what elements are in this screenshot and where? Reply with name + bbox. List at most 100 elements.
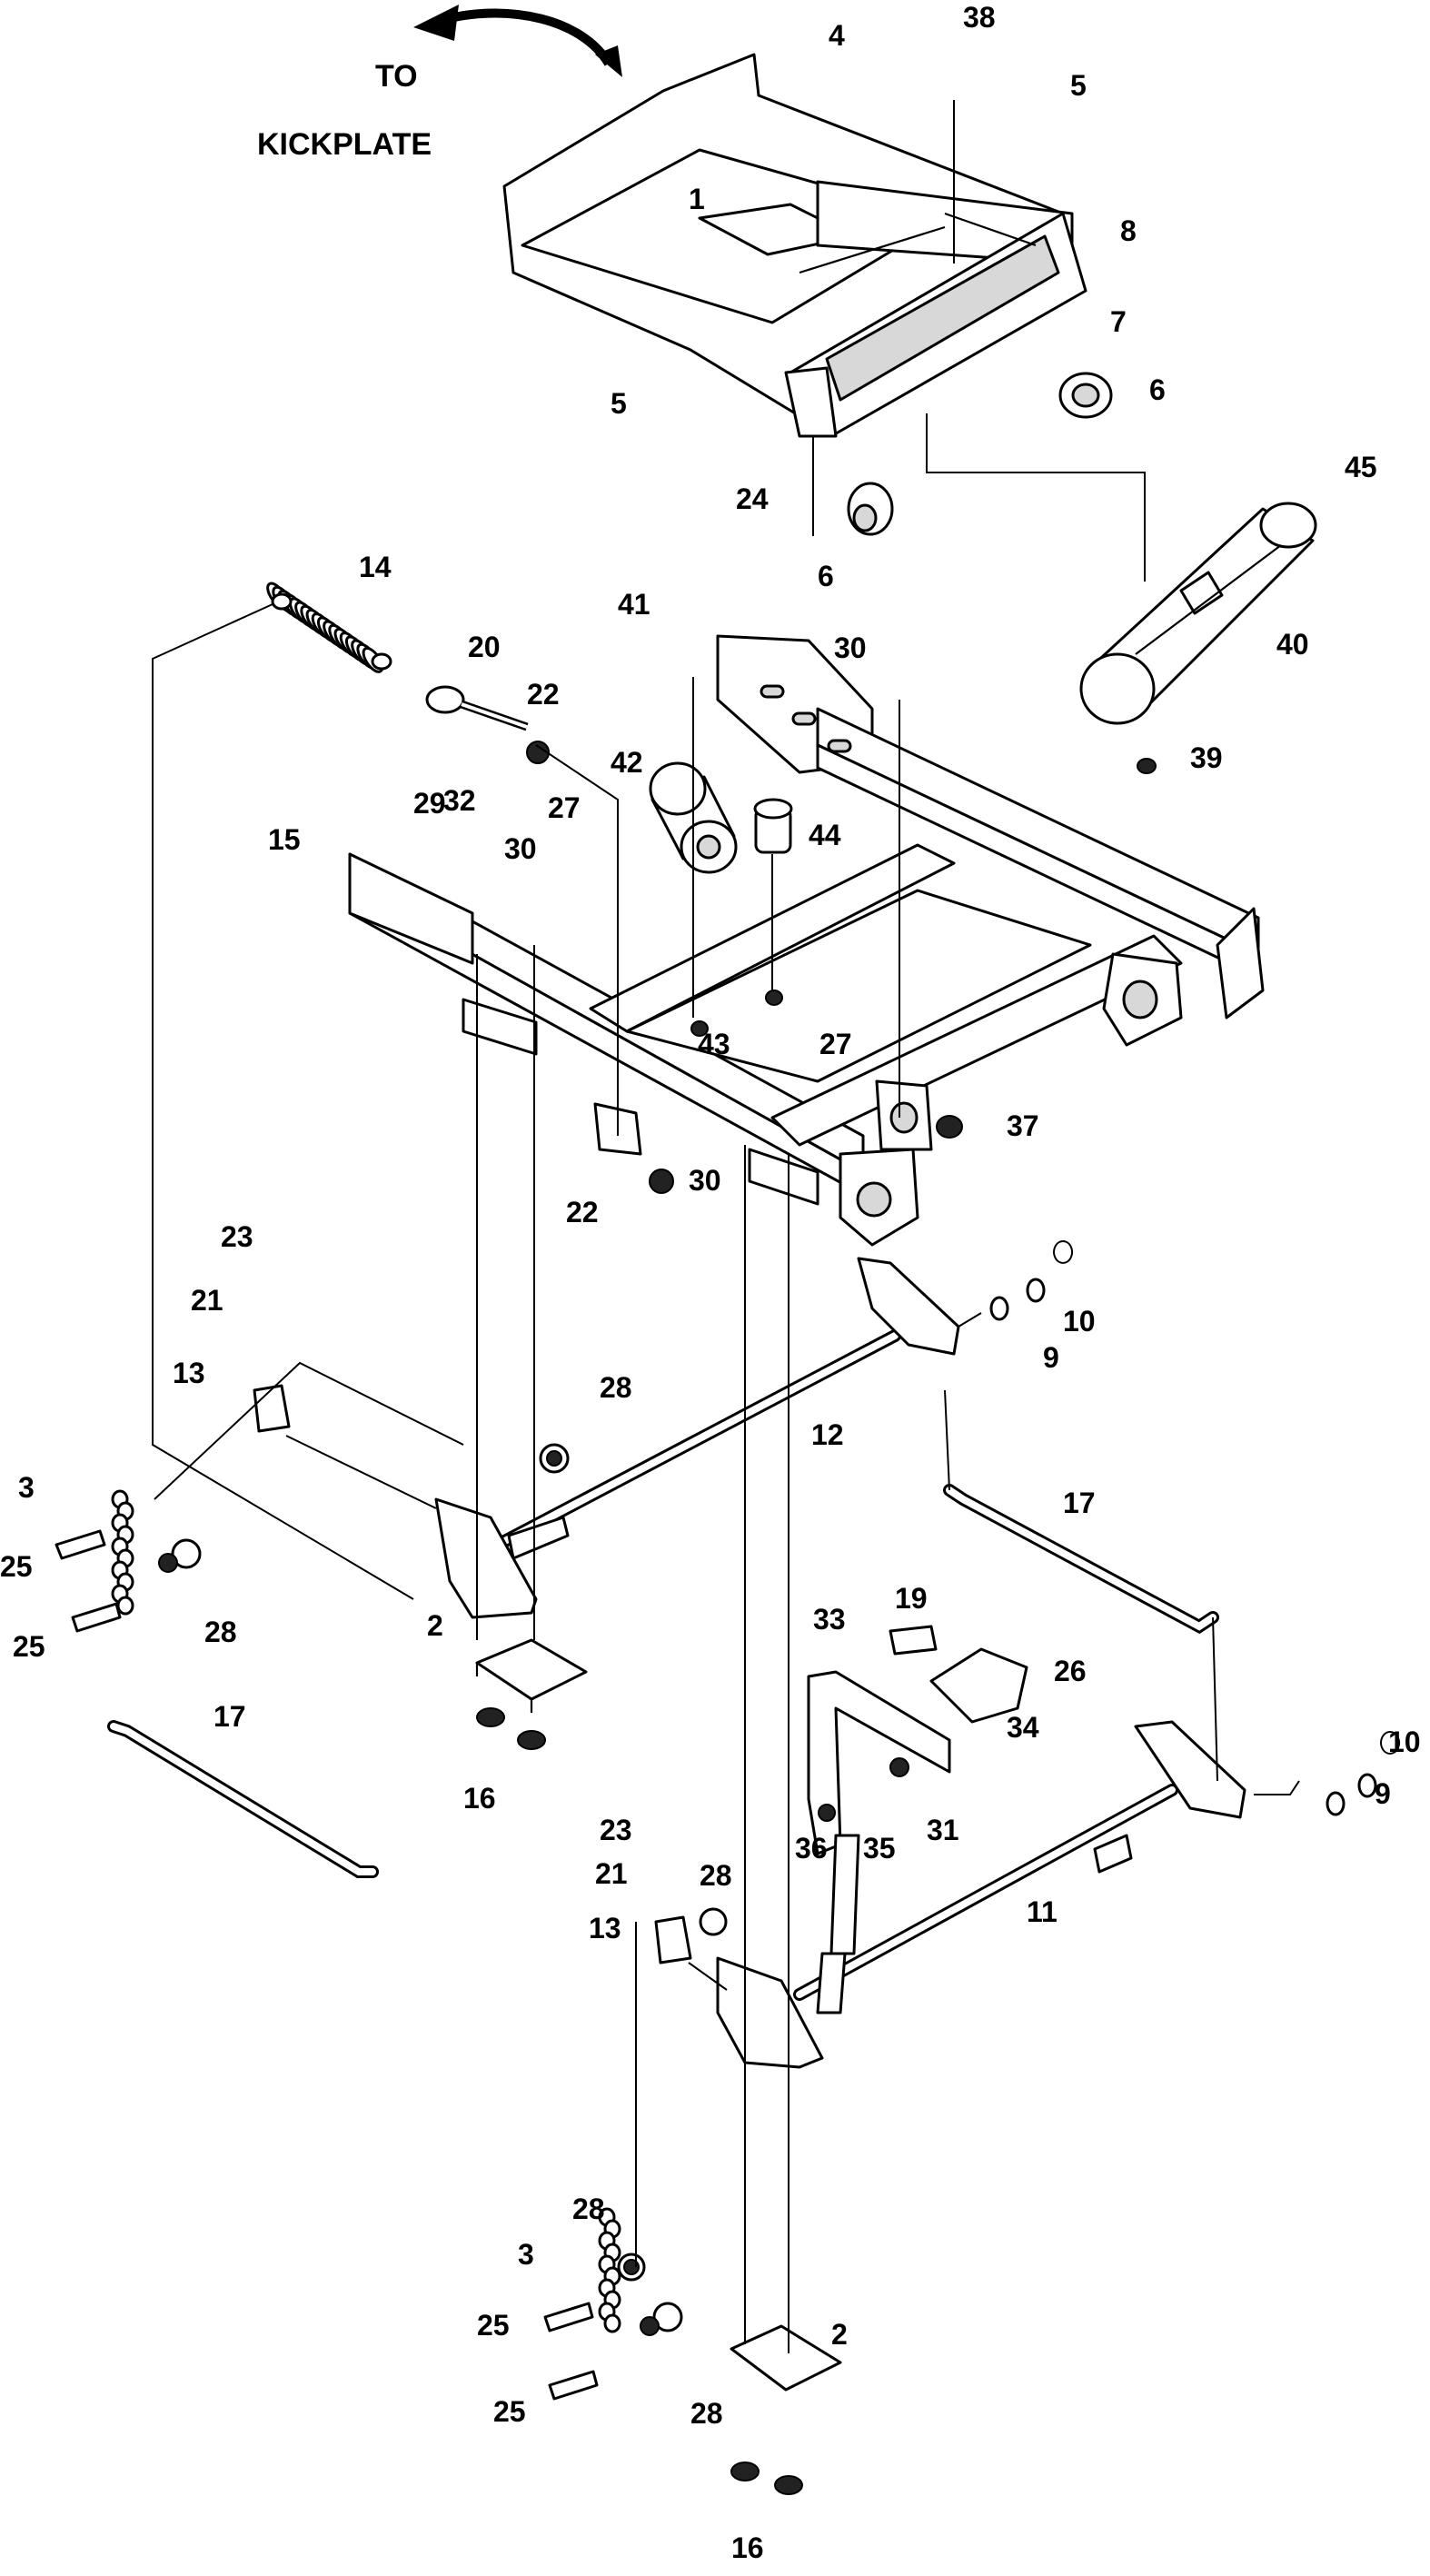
leader-line xyxy=(1254,1780,1300,1795)
lift-rod-upper xyxy=(943,1484,1219,1635)
bracket-26 xyxy=(929,1647,1028,1724)
callout-14: 14 xyxy=(359,551,392,583)
callout-22-top: 22 xyxy=(527,678,560,711)
callout-35: 35 xyxy=(863,1832,896,1865)
callout-21-top: 21 xyxy=(191,1284,223,1317)
leader-lines xyxy=(152,100,1300,2353)
callout-7: 7 xyxy=(1110,305,1127,338)
callout-42: 42 xyxy=(611,746,643,779)
callout-23-bottom: 23 xyxy=(600,1814,632,1846)
lift-rod-lower xyxy=(107,1720,379,1878)
washers-9-10 xyxy=(989,1240,1401,1816)
callout-39: 39 xyxy=(1190,741,1223,774)
callout-28-lower: 28 xyxy=(700,1859,732,1892)
callout-41: 41 xyxy=(618,588,650,621)
callout-9-top: 9 xyxy=(1043,1341,1059,1374)
bracket-13-lower xyxy=(654,1915,692,1964)
callout-22-bottom: 22 xyxy=(566,1196,599,1228)
callout-13-bottom: 13 xyxy=(589,1912,621,1944)
bushing-44 xyxy=(753,798,793,854)
callout-25-b: 25 xyxy=(13,1630,45,1663)
feet-16 xyxy=(476,1707,803,2495)
callout-26: 26 xyxy=(1054,1655,1087,1687)
leader-line xyxy=(154,1361,464,1500)
nuts-28 xyxy=(158,1443,728,2336)
callout-28-bottom-b: 28 xyxy=(690,2397,723,2430)
nut-43-a xyxy=(690,1020,709,1037)
callout-25-c: 25 xyxy=(477,2309,510,2342)
callout-31: 31 xyxy=(927,1814,959,1846)
nut-37 xyxy=(936,1115,963,1139)
callout-21-bottom: 21 xyxy=(595,1857,628,1890)
callout-28-bottom-a: 28 xyxy=(572,2193,605,2225)
callout-34: 34 xyxy=(1007,1711,1039,1744)
callout-5-left: 5 xyxy=(611,387,627,420)
callout-27-top: 27 xyxy=(548,791,581,824)
cross-shaft-upper xyxy=(434,1257,960,1619)
kickplate-arrow xyxy=(413,5,622,77)
chain-3-upper xyxy=(111,1489,134,1616)
callout-16-top: 16 xyxy=(463,1782,496,1815)
leader-line xyxy=(535,744,619,1136)
callout-4: 4 xyxy=(829,19,845,52)
callout-25-a: 25 xyxy=(0,1550,33,1583)
callout-30-top: 30 xyxy=(834,632,867,664)
header-to: TO xyxy=(375,59,418,94)
leader-line xyxy=(944,1389,950,1491)
callout-30-mid: 30 xyxy=(504,832,537,865)
nut-22-top xyxy=(526,741,550,764)
leader-line xyxy=(688,1962,728,1991)
callout-38: 38 xyxy=(963,1,996,34)
callout-43: 43 xyxy=(698,1028,730,1060)
callout-5-right: 5 xyxy=(1070,69,1087,102)
eye-bolt-20 xyxy=(425,685,529,731)
callout-36: 36 xyxy=(795,1832,828,1865)
callout-33: 33 xyxy=(813,1603,846,1636)
chain-link xyxy=(603,2313,621,2333)
callout-40: 40 xyxy=(1276,628,1309,661)
callout-3-top: 3 xyxy=(18,1471,35,1504)
spring xyxy=(266,582,392,673)
callout-32: 32 xyxy=(443,784,476,817)
callout-45: 45 xyxy=(1345,451,1377,483)
callout-2-bottom: 2 xyxy=(831,2318,848,2351)
callout-28-top: 28 xyxy=(600,1371,632,1404)
callout-6-right: 6 xyxy=(1149,373,1166,406)
nut-39 xyxy=(1137,758,1157,774)
callout-6-left: 6 xyxy=(818,560,834,592)
callout-8: 8 xyxy=(1120,214,1137,247)
chain-3-lower xyxy=(598,2207,621,2333)
frame xyxy=(348,634,1265,1247)
callout-10-top: 10 xyxy=(1063,1305,1096,1338)
callout-44: 44 xyxy=(809,819,841,851)
leader-line xyxy=(1212,1616,1218,1782)
callout-17-right: 17 xyxy=(1063,1487,1096,1519)
nut-36 xyxy=(818,1804,836,1822)
chain-link xyxy=(116,1596,134,1616)
callout-23-top: 23 xyxy=(221,1220,253,1253)
callout-37: 37 xyxy=(1007,1109,1039,1142)
callout-24: 24 xyxy=(736,482,769,515)
spring-hook xyxy=(371,652,392,671)
header-kickplate: KICKPLATE xyxy=(257,127,432,162)
callout-16-bottom: 16 xyxy=(731,2531,764,2564)
cross-shaft-lower xyxy=(716,1720,1246,2069)
callout-20: 20 xyxy=(468,631,501,663)
handle-33 xyxy=(807,1670,951,2014)
callout-17-left: 17 xyxy=(214,1700,246,1733)
nut-22-bottom xyxy=(649,1169,674,1194)
label-19 xyxy=(889,1625,938,1656)
callout-25-d: 25 xyxy=(493,2395,526,2428)
callout-28-mid: 28 xyxy=(204,1616,237,1648)
nut-43-b xyxy=(765,990,783,1006)
plate-2-lower xyxy=(730,2324,842,2392)
callout-11: 11 xyxy=(1027,1895,1058,1928)
seat-pan xyxy=(502,53,1087,438)
nut-31 xyxy=(889,1757,909,1777)
leader-line xyxy=(958,1312,982,1328)
callout-12: 12 xyxy=(811,1418,844,1451)
leader-line xyxy=(152,603,414,1600)
leader-line xyxy=(285,1435,437,1509)
bolt-25-group xyxy=(55,1529,599,2401)
callout-3-bottom: 3 xyxy=(518,2238,534,2271)
